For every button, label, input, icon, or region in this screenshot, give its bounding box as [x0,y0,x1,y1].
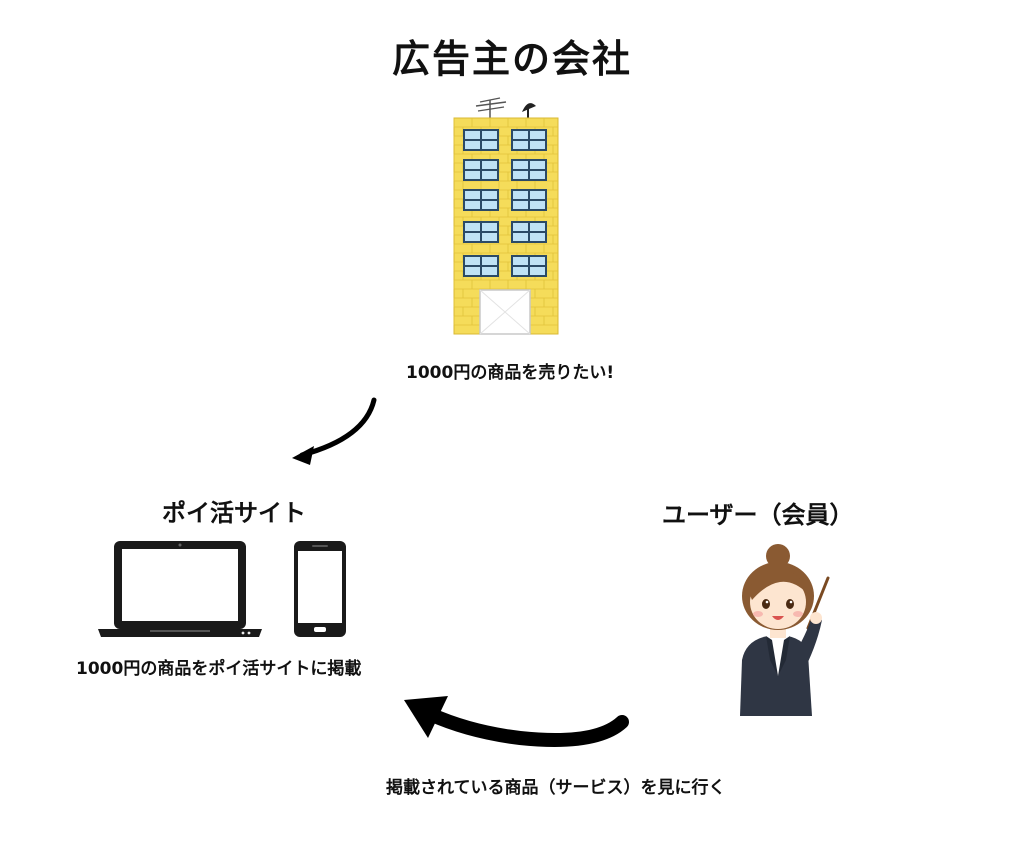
building-window [463,255,499,277]
site-caption: 1000円の商品をポイ活サイトに掲載 [76,659,362,679]
site-heading: ポイ活サイト [162,499,306,527]
building-window [511,255,547,277]
arrow-advertiser-to-site [292,397,377,465]
businesswoman-icon [740,544,830,716]
office-building-icon [453,97,559,335]
building-window [511,159,547,181]
building-window [463,129,499,151]
building-window [511,189,547,211]
advertiser-title: 広告主の会社 [391,37,632,81]
user-heading: ユーザー（会員） [662,501,854,529]
building-window [463,221,499,243]
building-window [511,129,547,151]
arrow-user-to-site [404,696,629,747]
building-window [511,221,547,243]
user-caption: 掲載されている商品（サービス）を見に行く [386,778,726,798]
building-window [463,159,499,181]
advertiser-caption: 1000円の商品を売りたい! [406,363,615,383]
building-window [463,189,499,211]
laptop-icon [98,541,262,637]
smartphone-icon [294,541,346,637]
